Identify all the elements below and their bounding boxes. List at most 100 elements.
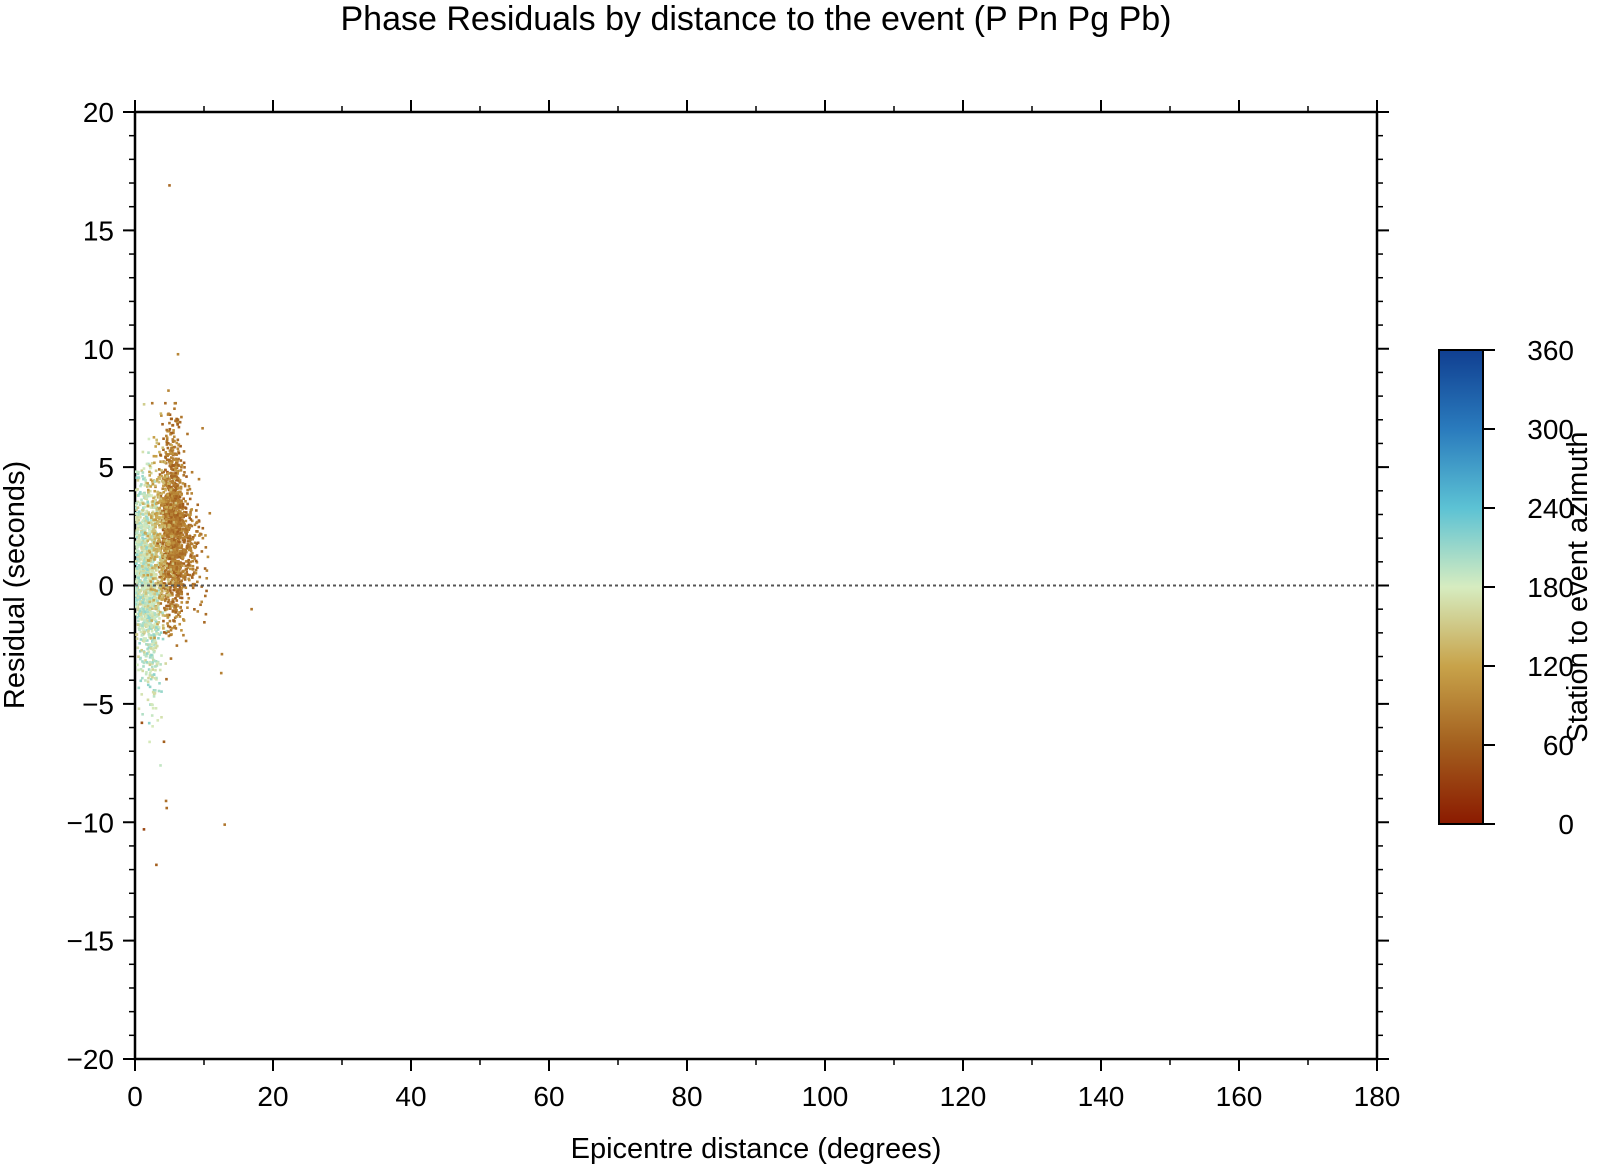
data-point bbox=[182, 576, 185, 580]
data-point bbox=[173, 495, 176, 498]
data-point bbox=[182, 515, 185, 519]
data-point bbox=[148, 493, 151, 497]
data-point bbox=[174, 627, 178, 630]
data-point bbox=[154, 668, 157, 672]
data-point bbox=[157, 512, 161, 515]
data-point bbox=[174, 597, 177, 600]
data-point bbox=[161, 542, 165, 546]
data-point bbox=[171, 464, 175, 467]
data-point bbox=[157, 689, 161, 693]
data-point bbox=[135, 506, 138, 510]
data-point bbox=[171, 504, 175, 507]
data-point bbox=[148, 674, 152, 677]
data-point bbox=[155, 550, 158, 554]
data-point bbox=[171, 562, 175, 566]
data-point bbox=[192, 571, 196, 574]
data-point bbox=[151, 482, 155, 486]
data-point bbox=[136, 549, 140, 553]
data-point bbox=[165, 589, 169, 592]
data-point bbox=[150, 619, 154, 622]
data-point bbox=[142, 467, 146, 470]
data-point bbox=[135, 503, 137, 507]
data-point bbox=[180, 586, 184, 590]
data-point bbox=[168, 531, 171, 535]
data-point bbox=[186, 525, 190, 528]
y-tick-label: 5 bbox=[98, 452, 114, 483]
data-point bbox=[168, 607, 172, 610]
data-point bbox=[161, 536, 165, 540]
data-point bbox=[159, 764, 162, 767]
data-point bbox=[137, 564, 141, 567]
data-point bbox=[172, 549, 176, 553]
data-point bbox=[140, 483, 143, 486]
data-point bbox=[155, 606, 158, 609]
data-point bbox=[191, 564, 195, 568]
data-point bbox=[159, 631, 163, 634]
data-point bbox=[154, 512, 157, 516]
data-point bbox=[163, 598, 167, 601]
data-point bbox=[181, 564, 184, 567]
data-point bbox=[170, 510, 174, 513]
data-point bbox=[158, 555, 162, 559]
data-point bbox=[169, 432, 172, 436]
data-point bbox=[159, 570, 163, 574]
y-tick-label: 15 bbox=[83, 215, 114, 246]
data-point bbox=[155, 589, 158, 593]
data-point bbox=[167, 499, 171, 503]
data-point bbox=[146, 607, 149, 611]
data-point bbox=[135, 470, 138, 474]
data-point bbox=[167, 535, 171, 539]
data-point bbox=[137, 574, 141, 578]
data-point bbox=[148, 653, 152, 657]
data-point bbox=[186, 513, 190, 517]
data-point bbox=[140, 634, 144, 637]
data-point bbox=[155, 626, 158, 629]
data-point bbox=[148, 672, 152, 675]
data-point bbox=[178, 518, 182, 522]
colorbar-gradient bbox=[1438, 349, 1484, 825]
data-point bbox=[178, 536, 182, 540]
x-tick-label: 60 bbox=[533, 1081, 564, 1112]
data-point bbox=[175, 564, 179, 568]
data-point bbox=[178, 622, 182, 626]
data-point bbox=[141, 669, 145, 673]
data-point bbox=[170, 465, 173, 469]
x-tick-label: 0 bbox=[127, 1081, 143, 1112]
data-point bbox=[135, 562, 138, 565]
data-point bbox=[170, 603, 173, 606]
data-point bbox=[137, 595, 141, 598]
data-point bbox=[148, 566, 152, 570]
data-point bbox=[176, 536, 180, 539]
data-point bbox=[169, 464, 173, 467]
data-point bbox=[138, 618, 142, 621]
data-point bbox=[158, 450, 161, 454]
data-point bbox=[176, 500, 179, 504]
data-point bbox=[175, 420, 179, 424]
data-point bbox=[144, 659, 147, 662]
data-point bbox=[189, 560, 193, 564]
data-point bbox=[190, 542, 194, 546]
data-point bbox=[166, 613, 169, 617]
data-point bbox=[147, 668, 151, 671]
data-point bbox=[187, 578, 191, 582]
data-point bbox=[159, 512, 163, 515]
data-point bbox=[180, 463, 184, 467]
data-point bbox=[183, 573, 187, 576]
data-point bbox=[174, 490, 177, 494]
data-point bbox=[178, 525, 182, 528]
data-point bbox=[158, 564, 162, 568]
data-point bbox=[144, 592, 148, 595]
data-point bbox=[165, 806, 169, 810]
data-point bbox=[176, 524, 179, 528]
data-point bbox=[142, 637, 146, 640]
data-point bbox=[183, 466, 186, 469]
data-point bbox=[143, 505, 147, 509]
data-point bbox=[197, 525, 201, 529]
data-point bbox=[154, 524, 157, 527]
data-point bbox=[157, 442, 161, 446]
data-point bbox=[174, 419, 177, 423]
data-point bbox=[166, 622, 169, 625]
data-point bbox=[151, 600, 154, 604]
data-point bbox=[168, 184, 171, 187]
